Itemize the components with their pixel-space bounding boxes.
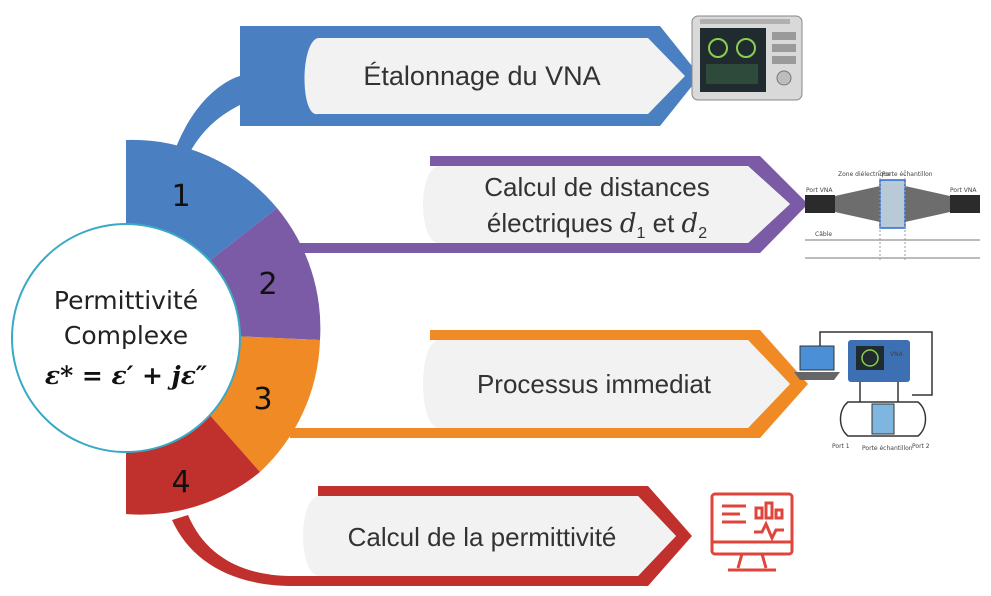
center-circle: Permittivité Complexe ε* = ε′ + jε″ (11, 223, 241, 453)
setup-holder-label: Porte échantillon (862, 445, 913, 452)
step-1-ribbon (175, 26, 700, 162)
step-2-ribbon (290, 156, 808, 253)
schematic-sample-label: Porte échantillon (882, 171, 933, 178)
setup-port1-label: Port 1 (832, 443, 850, 450)
step-1-label: Étalonnage du VNA (363, 61, 600, 91)
step-4-ribbon (172, 486, 692, 586)
step-2-label-line2: électriques d1 et d2 (487, 208, 707, 242)
setup-vna-label: VNA (890, 351, 904, 358)
vna-device-icon (691, 15, 803, 101)
step-4-number: 4 (171, 465, 190, 500)
schematic-port2-label: Port VNA (950, 187, 977, 194)
center-title-line1: Permittivité (54, 286, 198, 315)
step-3-ribbon (290, 330, 808, 438)
center-title-line2: Complexe (64, 321, 188, 350)
step-2-number: 2 (258, 267, 277, 302)
permittivity-formula: ε* = ε′ + jε″ (45, 361, 208, 390)
schematic-port1-label: Port VNA (806, 187, 833, 194)
schematic-zone-label: Zone diélectrique (838, 171, 891, 178)
setup-port2-label: Port 2 (912, 443, 930, 450)
waveguide-schematic-icon: Port VNA Port VNA Zone diélectrique Port… (805, 170, 980, 262)
step-1-number: 1 (171, 179, 190, 214)
step-3-label: Processus immediat (477, 369, 712, 399)
schematic-cable-label: Câble (815, 231, 832, 238)
step-2-label-line1: Calcul de distances (484, 172, 709, 202)
step-4-label: Calcul de la permittivité (348, 522, 617, 552)
step-3-number: 3 (253, 382, 272, 417)
measurement-setup-icon: VNA Port 1 Port 2 Porte échantillon (794, 331, 933, 452)
monitor-analytics-icon (710, 492, 794, 572)
